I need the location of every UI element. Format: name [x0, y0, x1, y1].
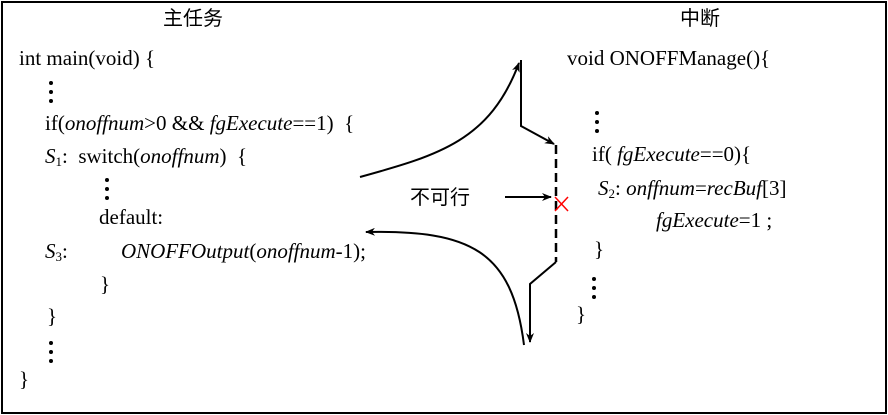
s3-label: S3: — [45, 239, 68, 264]
ellipsis-dots — [49, 341, 53, 368]
interrupt-header: void ONOFFManage(){ — [567, 46, 771, 70]
interrupt-title: 中断 — [680, 6, 720, 30]
main-header: int main(void) { — [19, 46, 156, 70]
main-task-title: 主任务 — [163, 6, 223, 30]
cross-icon — [554, 196, 569, 212]
close-switch-brace: } — [100, 272, 111, 296]
return-to-main-arrow — [365, 227, 525, 346]
s1-switch-line: S1: switch(onoffnum) { — [45, 144, 248, 169]
interrupt-flow-path — [520, 60, 555, 145]
default-line: default: — [99, 205, 164, 229]
interrupt-if-line: if( fgExecute==0){ — [592, 142, 752, 166]
return-flow-path — [526, 261, 557, 343]
interrupt-close-func: } — [576, 302, 587, 326]
ellipsis-dots — [105, 178, 109, 205]
close-main-brace: } — [19, 367, 30, 391]
infeasible-label: 不可行 — [410, 185, 470, 209]
interrupt-close-if: } — [594, 237, 605, 261]
if-condition-line: if(onoffnum>0 && fgExecute==1) { — [45, 111, 355, 135]
ellipsis-dots — [592, 277, 596, 304]
s3-output-call: ONOFFOutput(onoffnum-1); — [121, 239, 366, 263]
close-if-brace: } — [47, 304, 58, 328]
ellipsis-dots — [595, 111, 599, 138]
set-flag-line: fgExecute=1 ; — [656, 208, 773, 232]
s2-assign-line: S2: onffnum=recBuf[3] — [598, 176, 787, 201]
ellipsis-dots — [49, 81, 53, 108]
jump-to-interrupt-arrow — [359, 62, 520, 178]
